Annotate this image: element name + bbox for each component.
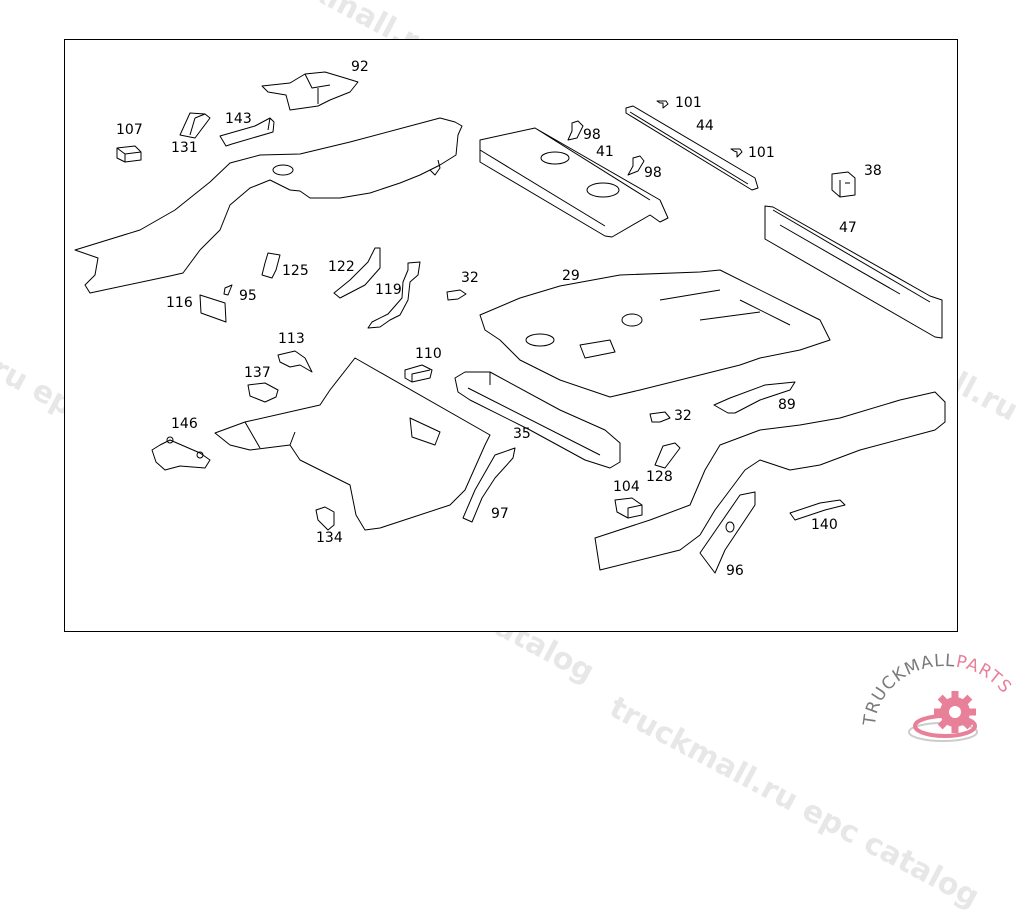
callout-137[interactable]: 137 [244, 365, 271, 381]
callout-89[interactable]: 89 [778, 397, 796, 413]
part-47[interactable] [764, 205, 943, 339]
part-frame-rail-right[interactable] [594, 391, 946, 571]
part-131[interactable] [179, 112, 211, 139]
callout-140[interactable]: 140 [811, 517, 838, 533]
part-97[interactable] [462, 447, 516, 523]
part-frame-rail-left[interactable] [74, 117, 463, 294]
part-44[interactable] [625, 105, 759, 191]
callout-134[interactable]: 134 [316, 530, 343, 546]
callout-32-lower[interactable]: 32 [674, 408, 692, 424]
callout-122[interactable]: 122 [328, 259, 355, 275]
part-113[interactable] [277, 350, 313, 373]
callout-131[interactable]: 131 [171, 140, 198, 156]
callout-95[interactable]: 95 [239, 288, 257, 304]
part-122[interactable] [333, 247, 381, 299]
callout-143[interactable]: 143 [225, 111, 252, 127]
part-137[interactable] [247, 382, 279, 403]
part-96[interactable] [699, 491, 756, 574]
part-140[interactable] [789, 499, 846, 521]
part-101-upper[interactable] [656, 100, 669, 109]
part-92[interactable] [261, 71, 359, 111]
part-32-upper[interactable] [446, 289, 467, 301]
callout-47[interactable]: 47 [839, 220, 857, 236]
callout-38[interactable]: 38 [864, 163, 882, 179]
part-104[interactable] [614, 497, 643, 519]
callout-44[interactable]: 44 [696, 118, 714, 134]
part-95[interactable] [223, 284, 233, 296]
part-107[interactable] [116, 145, 142, 163]
part-29[interactable] [479, 269, 831, 398]
part-143[interactable] [219, 117, 275, 147]
part-98-lower[interactable] [627, 155, 645, 176]
callout-29[interactable]: 29 [562, 268, 580, 284]
part-35[interactable] [454, 371, 621, 469]
part-146[interactable] [151, 436, 211, 471]
callout-107[interactable]: 107 [116, 122, 143, 138]
part-32-lower[interactable] [649, 411, 671, 423]
callout-113[interactable]: 113 [278, 331, 305, 347]
callout-125[interactable]: 125 [282, 263, 309, 279]
part-101-lower[interactable] [730, 148, 743, 158]
part-38[interactable] [831, 171, 856, 198]
part-41[interactable] [479, 127, 669, 238]
callout-32-upper[interactable]: 32 [461, 270, 479, 286]
callout-35[interactable]: 35 [513, 426, 531, 442]
part-floor-front[interactable] [214, 357, 491, 531]
callout-119[interactable]: 119 [375, 282, 402, 298]
parts-drawing [74, 71, 946, 574]
gear-icon [908, 691, 978, 742]
part-98-upper[interactable] [567, 120, 584, 141]
part-89[interactable] [713, 381, 796, 414]
callout-116[interactable]: 116 [166, 295, 193, 311]
part-125[interactable] [261, 252, 281, 279]
callout-101-lower[interactable]: 101 [748, 145, 775, 161]
callout-98-upper[interactable]: 98 [583, 127, 601, 143]
callout-146[interactable]: 146 [171, 416, 198, 432]
callout-96[interactable]: 96 [726, 563, 744, 579]
part-119[interactable] [367, 261, 421, 329]
callout-98-lower[interactable]: 98 [644, 165, 662, 181]
part-134[interactable] [315, 506, 335, 531]
part-116[interactable] [199, 294, 227, 323]
callout-41[interactable]: 41 [596, 144, 614, 160]
logo-text-accent: PARTS [954, 652, 1015, 698]
diagram-frame [64, 39, 958, 632]
callout-97[interactable]: 97 [491, 506, 509, 522]
callout-110[interactable]: 110 [415, 346, 442, 362]
part-110[interactable] [404, 364, 433, 383]
callout-104[interactable]: 104 [613, 479, 640, 495]
part-128[interactable] [654, 442, 681, 469]
callout-101-upper[interactable]: 101 [675, 95, 702, 111]
callout-128[interactable]: 128 [646, 469, 673, 485]
truckmallparts-logo[interactable]: TRUCKMALLPARTS [855, 650, 1024, 750]
callout-92[interactable]: 92 [351, 59, 369, 75]
